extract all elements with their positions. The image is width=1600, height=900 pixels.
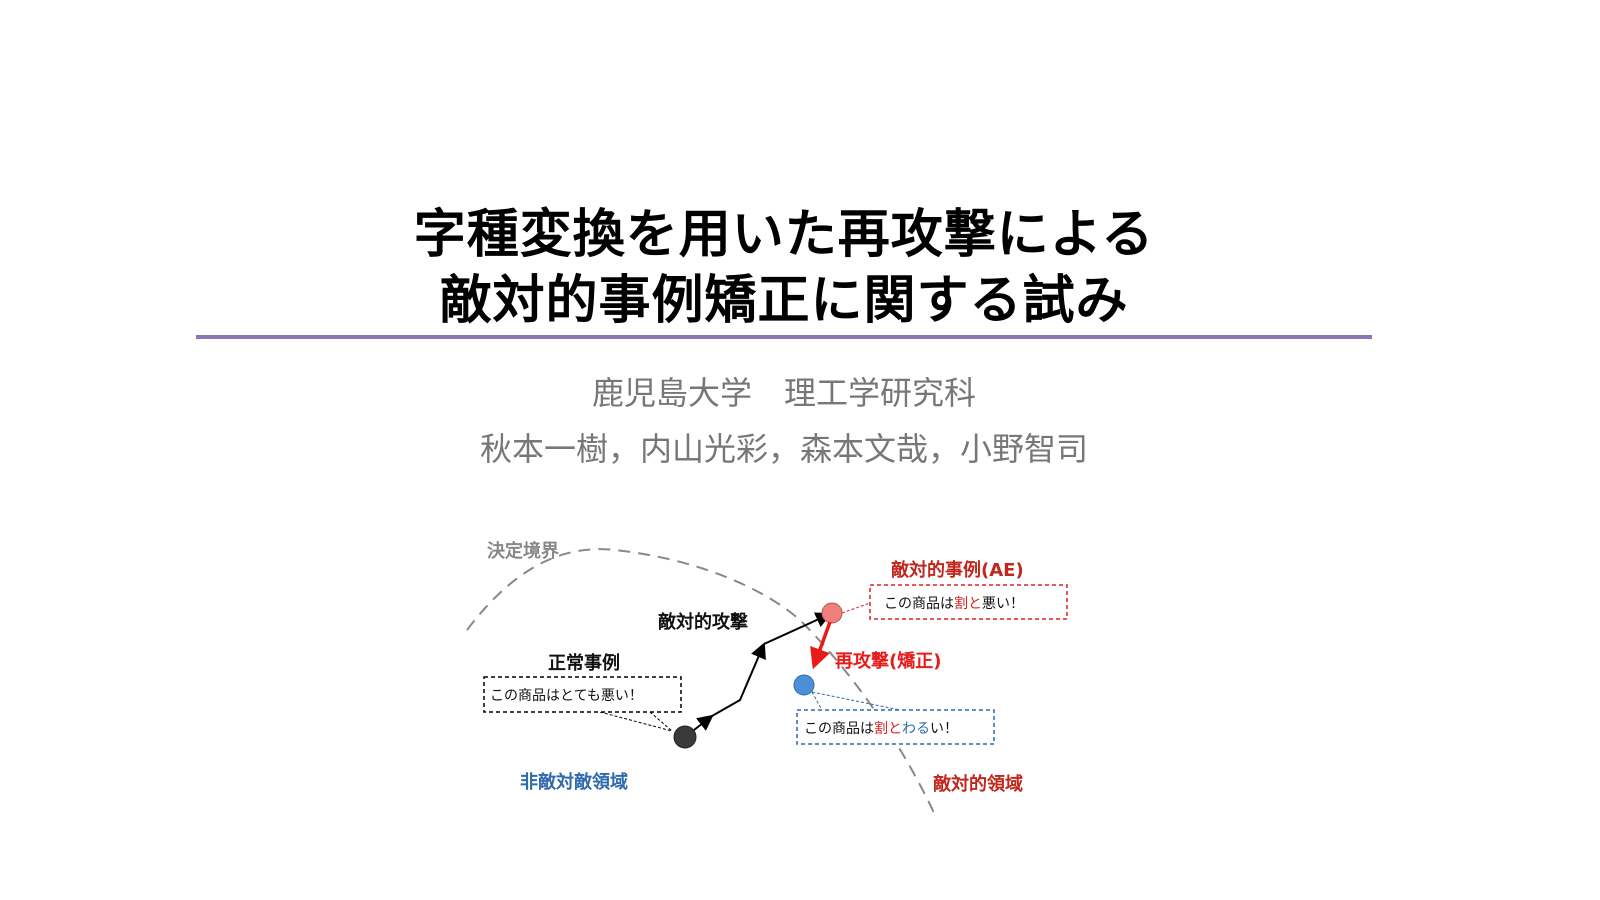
adversarial-attack-label: 敵対的攻撃 [658,611,748,633]
decision-boundary-label: 決定境界 [487,540,559,562]
affiliation: 鹿児島大学 理工学研究科 [591,374,976,412]
ae-point [821,602,843,624]
normal-example-point [673,725,697,749]
ae-text-box [869,584,1068,620]
non-adversarial-region-label: 非敵対敵領域 [520,771,628,793]
attack-path-arrow [763,612,832,645]
decision-boundary-curve [466,548,936,816]
normal-callout-tail [599,711,673,732]
corrected-point [793,674,815,696]
normal-example-label: 正常事例 [548,652,620,674]
reattack-arrow [810,621,832,670]
title-line-2: 敵対的事例矯正に関する試み [439,271,1129,331]
corrected-callout-tail [811,691,901,711]
adversarial-region-label: 敵対的領域 [933,773,1023,795]
ae-callout-tail [841,602,871,614]
ae-label: 敵対的事例(AE) [891,559,1024,581]
normal-text-box [483,676,682,713]
title-line-1: 字種変換を用いた再攻撃による [413,205,1155,265]
normal-text: この商品はとても悪い！ [490,688,643,704]
reattack-label: 再攻撃(矯正) [835,650,941,672]
authors: 秋本一樹，内山光彩，森本文哉，小野智司 [479,430,1088,468]
title-divider [196,335,1372,339]
corrected-text-box [796,709,995,745]
ae-text: この商品は割と悪い！ [884,595,1024,612]
attack-path-arrow [711,642,766,717]
corrected-text: この商品は割とわるい！ [804,720,958,737]
